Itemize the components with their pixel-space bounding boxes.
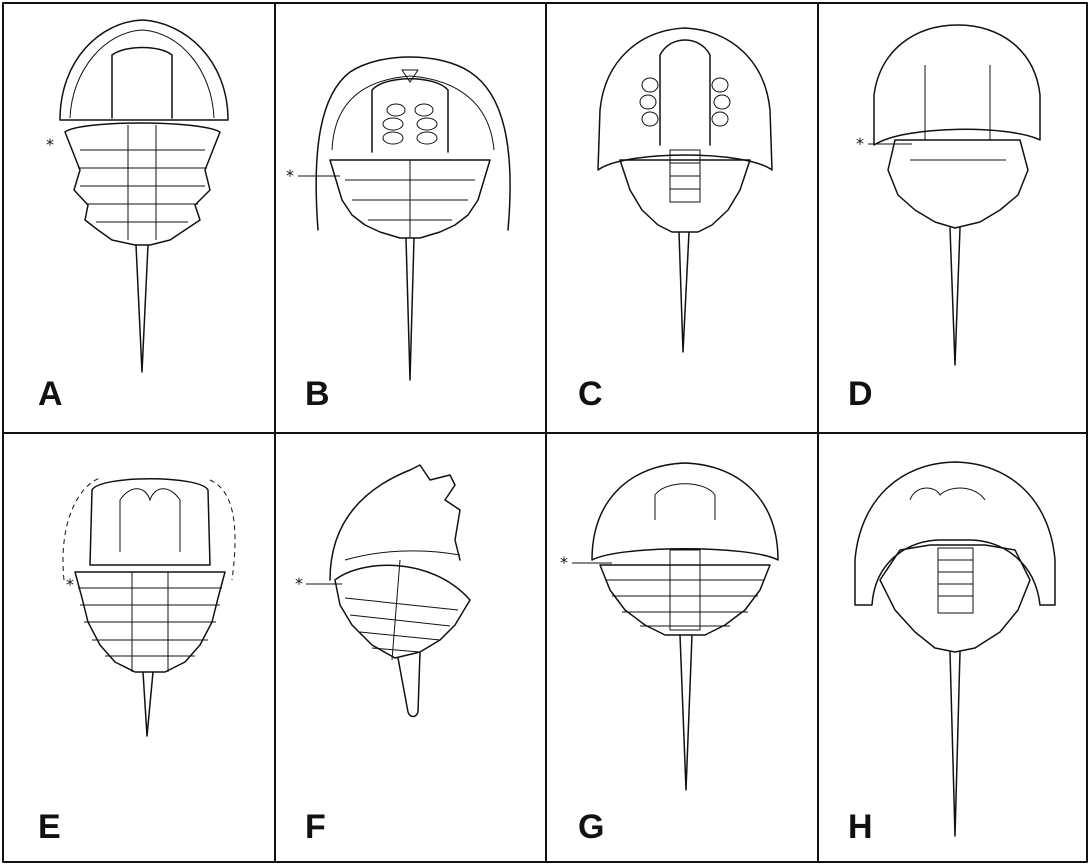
asterisk-marker-g: * bbox=[560, 553, 568, 572]
panel-label-d: D bbox=[848, 375, 873, 413]
panel-f: * F bbox=[295, 465, 470, 846]
horseshoe-crab-drawing-f bbox=[330, 465, 470, 717]
horseshoe-crab-drawing-h bbox=[855, 462, 1055, 836]
panel-label-b: B bbox=[305, 375, 330, 413]
asterisk-marker-e: * bbox=[66, 575, 74, 594]
panel-b: * B bbox=[286, 57, 510, 413]
panel-label-f: F bbox=[305, 808, 326, 846]
horseshoe-crab-drawing-a bbox=[60, 20, 228, 372]
horseshoe-crab-drawing-g bbox=[592, 463, 778, 790]
asterisk-marker-f: * bbox=[295, 574, 303, 593]
panel-label-e: E bbox=[38, 808, 61, 846]
horseshoe-crab-drawing-c bbox=[598, 28, 772, 352]
panel-g: * G bbox=[560, 463, 778, 846]
panel-label-h: H bbox=[848, 808, 873, 846]
asterisk-marker-d: * bbox=[856, 134, 864, 153]
horseshoe-crab-drawing-d bbox=[874, 25, 1040, 365]
panel-a: * A bbox=[38, 20, 228, 413]
asterisk-marker-a: * bbox=[46, 135, 54, 154]
panel-d: * D bbox=[848, 25, 1040, 413]
panel-label-g: G bbox=[578, 808, 604, 846]
horseshoe-crab-drawing-e bbox=[63, 478, 235, 736]
panel-label-a: A bbox=[38, 375, 63, 413]
panel-e: * E bbox=[38, 478, 235, 846]
asterisk-marker-b: * bbox=[286, 166, 294, 185]
horseshoe-crab-drawing-b bbox=[316, 57, 510, 380]
panel-c: C bbox=[578, 28, 772, 413]
panel-label-c: C bbox=[578, 375, 603, 413]
panel-h: H bbox=[848, 462, 1055, 846]
